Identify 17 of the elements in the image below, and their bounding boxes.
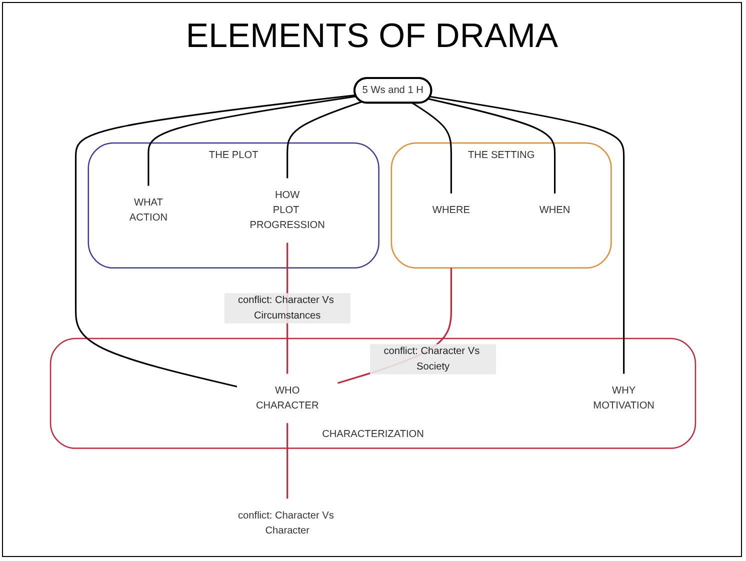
edge-label: conflict: Character Vs Society bbox=[384, 346, 480, 372]
connector bbox=[74, 94, 356, 388]
connector bbox=[430, 96, 625, 374]
node-text: conflict: Character Vs Character bbox=[238, 510, 334, 536]
node-text: WHAT ACTION bbox=[129, 197, 168, 224]
node-text: WHEN bbox=[539, 204, 570, 216]
node-text: HOW PLOT PROGRESSION bbox=[250, 190, 325, 231]
node-text: WHY MOTIVATION bbox=[593, 385, 654, 412]
connector bbox=[286, 423, 288, 499]
edge-label: conflict: Character Vs Circumstances bbox=[238, 295, 334, 321]
node-text: WHERE bbox=[432, 204, 470, 216]
connector bbox=[412, 102, 452, 194]
connector bbox=[428, 98, 556, 194]
node-text: WHO CHARACTER bbox=[256, 385, 319, 412]
connector bbox=[286, 101, 362, 178]
diagram-title: ELEMENTS OF DRAMA bbox=[184, 17, 560, 56]
connector bbox=[148, 96, 356, 186]
